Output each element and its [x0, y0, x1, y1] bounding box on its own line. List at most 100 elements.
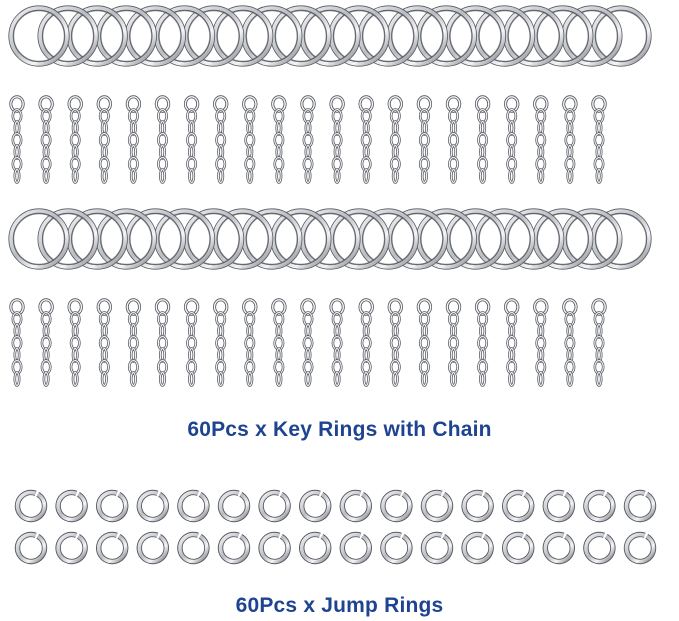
connector-ring-shine: [446, 96, 461, 112]
key-ring-with-chain: [66, 5, 128, 184]
split-ring-shine: [38, 209, 98, 269]
chain-link-shine: [14, 169, 20, 183]
jump-ring: [461, 531, 494, 565]
split-ring-inner-edge: [246, 213, 298, 265]
jump-ring-shine: [340, 490, 372, 522]
jump-ring: [299, 531, 332, 565]
connector-ring-shine: [242, 299, 257, 315]
jump-ring-shine: [259, 532, 290, 564]
jump-ring-shine: [137, 490, 169, 522]
jump-ring: [96, 531, 129, 565]
chain-link-shine: [392, 169, 399, 183]
jump-ring-shine: [624, 490, 656, 522]
connector-ring-shine: [271, 299, 286, 315]
connector-ring-shine: [563, 299, 577, 315]
chain-link-shine: [334, 169, 340, 183]
jump-ring: [420, 531, 454, 565]
split-ring-inner-edge: [362, 10, 414, 62]
connector-ring-shine: [475, 96, 490, 112]
jump-ring-shine: [96, 532, 128, 564]
jump-ring-shine: [178, 490, 209, 522]
key-ring-with-chain: [37, 208, 99, 387]
split-ring-inner-edge: [217, 213, 269, 265]
chain-link-shine: [72, 169, 78, 183]
chain-link-shine: [363, 372, 369, 386]
connector-ring-shine: [359, 299, 374, 315]
split-ring-inner-edge: [304, 10, 356, 62]
chain-link-shine: [72, 372, 78, 386]
split-ring-inner-edge: [595, 10, 647, 62]
split-ring-inner-edge: [42, 10, 94, 62]
connector-ring-shine: [388, 299, 403, 315]
jump-ring: [583, 489, 616, 523]
connector-ring-shine: [388, 96, 403, 112]
split-ring-inner-edge: [537, 10, 589, 62]
jump-ring-shine: [340, 532, 372, 564]
jump-ring-shine: [178, 532, 209, 564]
jump-ring: [502, 489, 535, 523]
jump-ring: [380, 531, 413, 565]
jump-ring: [217, 531, 251, 565]
jump-ring: [542, 489, 575, 523]
split-ring-inner-edge: [13, 10, 65, 62]
split-ring-inner-edge: [217, 10, 269, 62]
connector-ring-shine: [359, 96, 374, 112]
key-rings-caption: 60Pcs x Key Rings with Chain: [187, 418, 492, 441]
connector-ring-shine: [475, 299, 490, 315]
connector-ring-shine: [301, 96, 315, 112]
key-ring-with-chain: [357, 5, 419, 184]
connector-ring-shine: [592, 299, 606, 315]
connector-ring-shine: [184, 96, 199, 112]
split-ring-inner-edge: [566, 10, 618, 62]
jump-ring-shine: [584, 532, 615, 564]
jump-ring-shine: [218, 490, 250, 522]
split-ring-inner-edge: [449, 10, 502, 62]
jump-ring-shine: [624, 532, 656, 564]
connector-ring-shine: [68, 299, 83, 315]
connector-ring-shine: [417, 299, 432, 315]
chain-link-shine: [479, 169, 486, 183]
split-ring-shine: [38, 6, 98, 66]
split-ring-inner-edge: [333, 213, 385, 265]
connector-ring-shine: [504, 96, 519, 112]
jump-ring: [542, 531, 575, 565]
jump-ring-shine: [137, 532, 169, 564]
split-ring-inner-edge: [129, 10, 181, 62]
connector-ring-shine: [10, 299, 24, 315]
connector-ring-shine: [126, 96, 141, 112]
jump-ring-shine: [299, 490, 331, 522]
split-ring-inner-edge: [537, 213, 589, 265]
jump-ring-shine: [259, 490, 290, 522]
jump-ring: [14, 489, 48, 523]
connector-ring-shine: [242, 96, 257, 112]
jump-ring-shine: [299, 532, 331, 564]
chain-link-shine: [508, 372, 515, 386]
jump-rings-group: [14, 489, 657, 565]
chain-link-shine: [567, 169, 573, 183]
jump-ring: [136, 531, 169, 565]
jump-ring-shine: [56, 532, 87, 564]
split-ring-inner-edge: [478, 10, 531, 62]
connector-ring-shine: [155, 96, 170, 112]
split-ring-shine: [9, 209, 69, 269]
chain-link-shine: [305, 169, 311, 183]
jump-ring: [623, 489, 657, 523]
jump-ring: [14, 531, 48, 565]
split-ring-inner-edge: [158, 213, 211, 265]
connector-ring-shine: [592, 96, 606, 112]
jump-ring-shine: [381, 532, 412, 564]
chain-link-shine: [596, 169, 602, 183]
key-rings-group: [8, 5, 652, 387]
jump-ring-shine: [462, 490, 493, 522]
chain-link-shine: [596, 372, 602, 386]
split-ring-inner-edge: [391, 213, 443, 265]
split-ring-inner-edge: [158, 10, 211, 62]
chain-link-shine: [421, 372, 428, 386]
split-ring-inner-edge: [275, 213, 327, 265]
chain-link-shine: [188, 372, 195, 386]
split-ring-inner-edge: [391, 10, 443, 62]
connector-ring-shine: [533, 96, 548, 112]
jump-ring: [583, 531, 616, 565]
jump-ring: [380, 489, 413, 523]
